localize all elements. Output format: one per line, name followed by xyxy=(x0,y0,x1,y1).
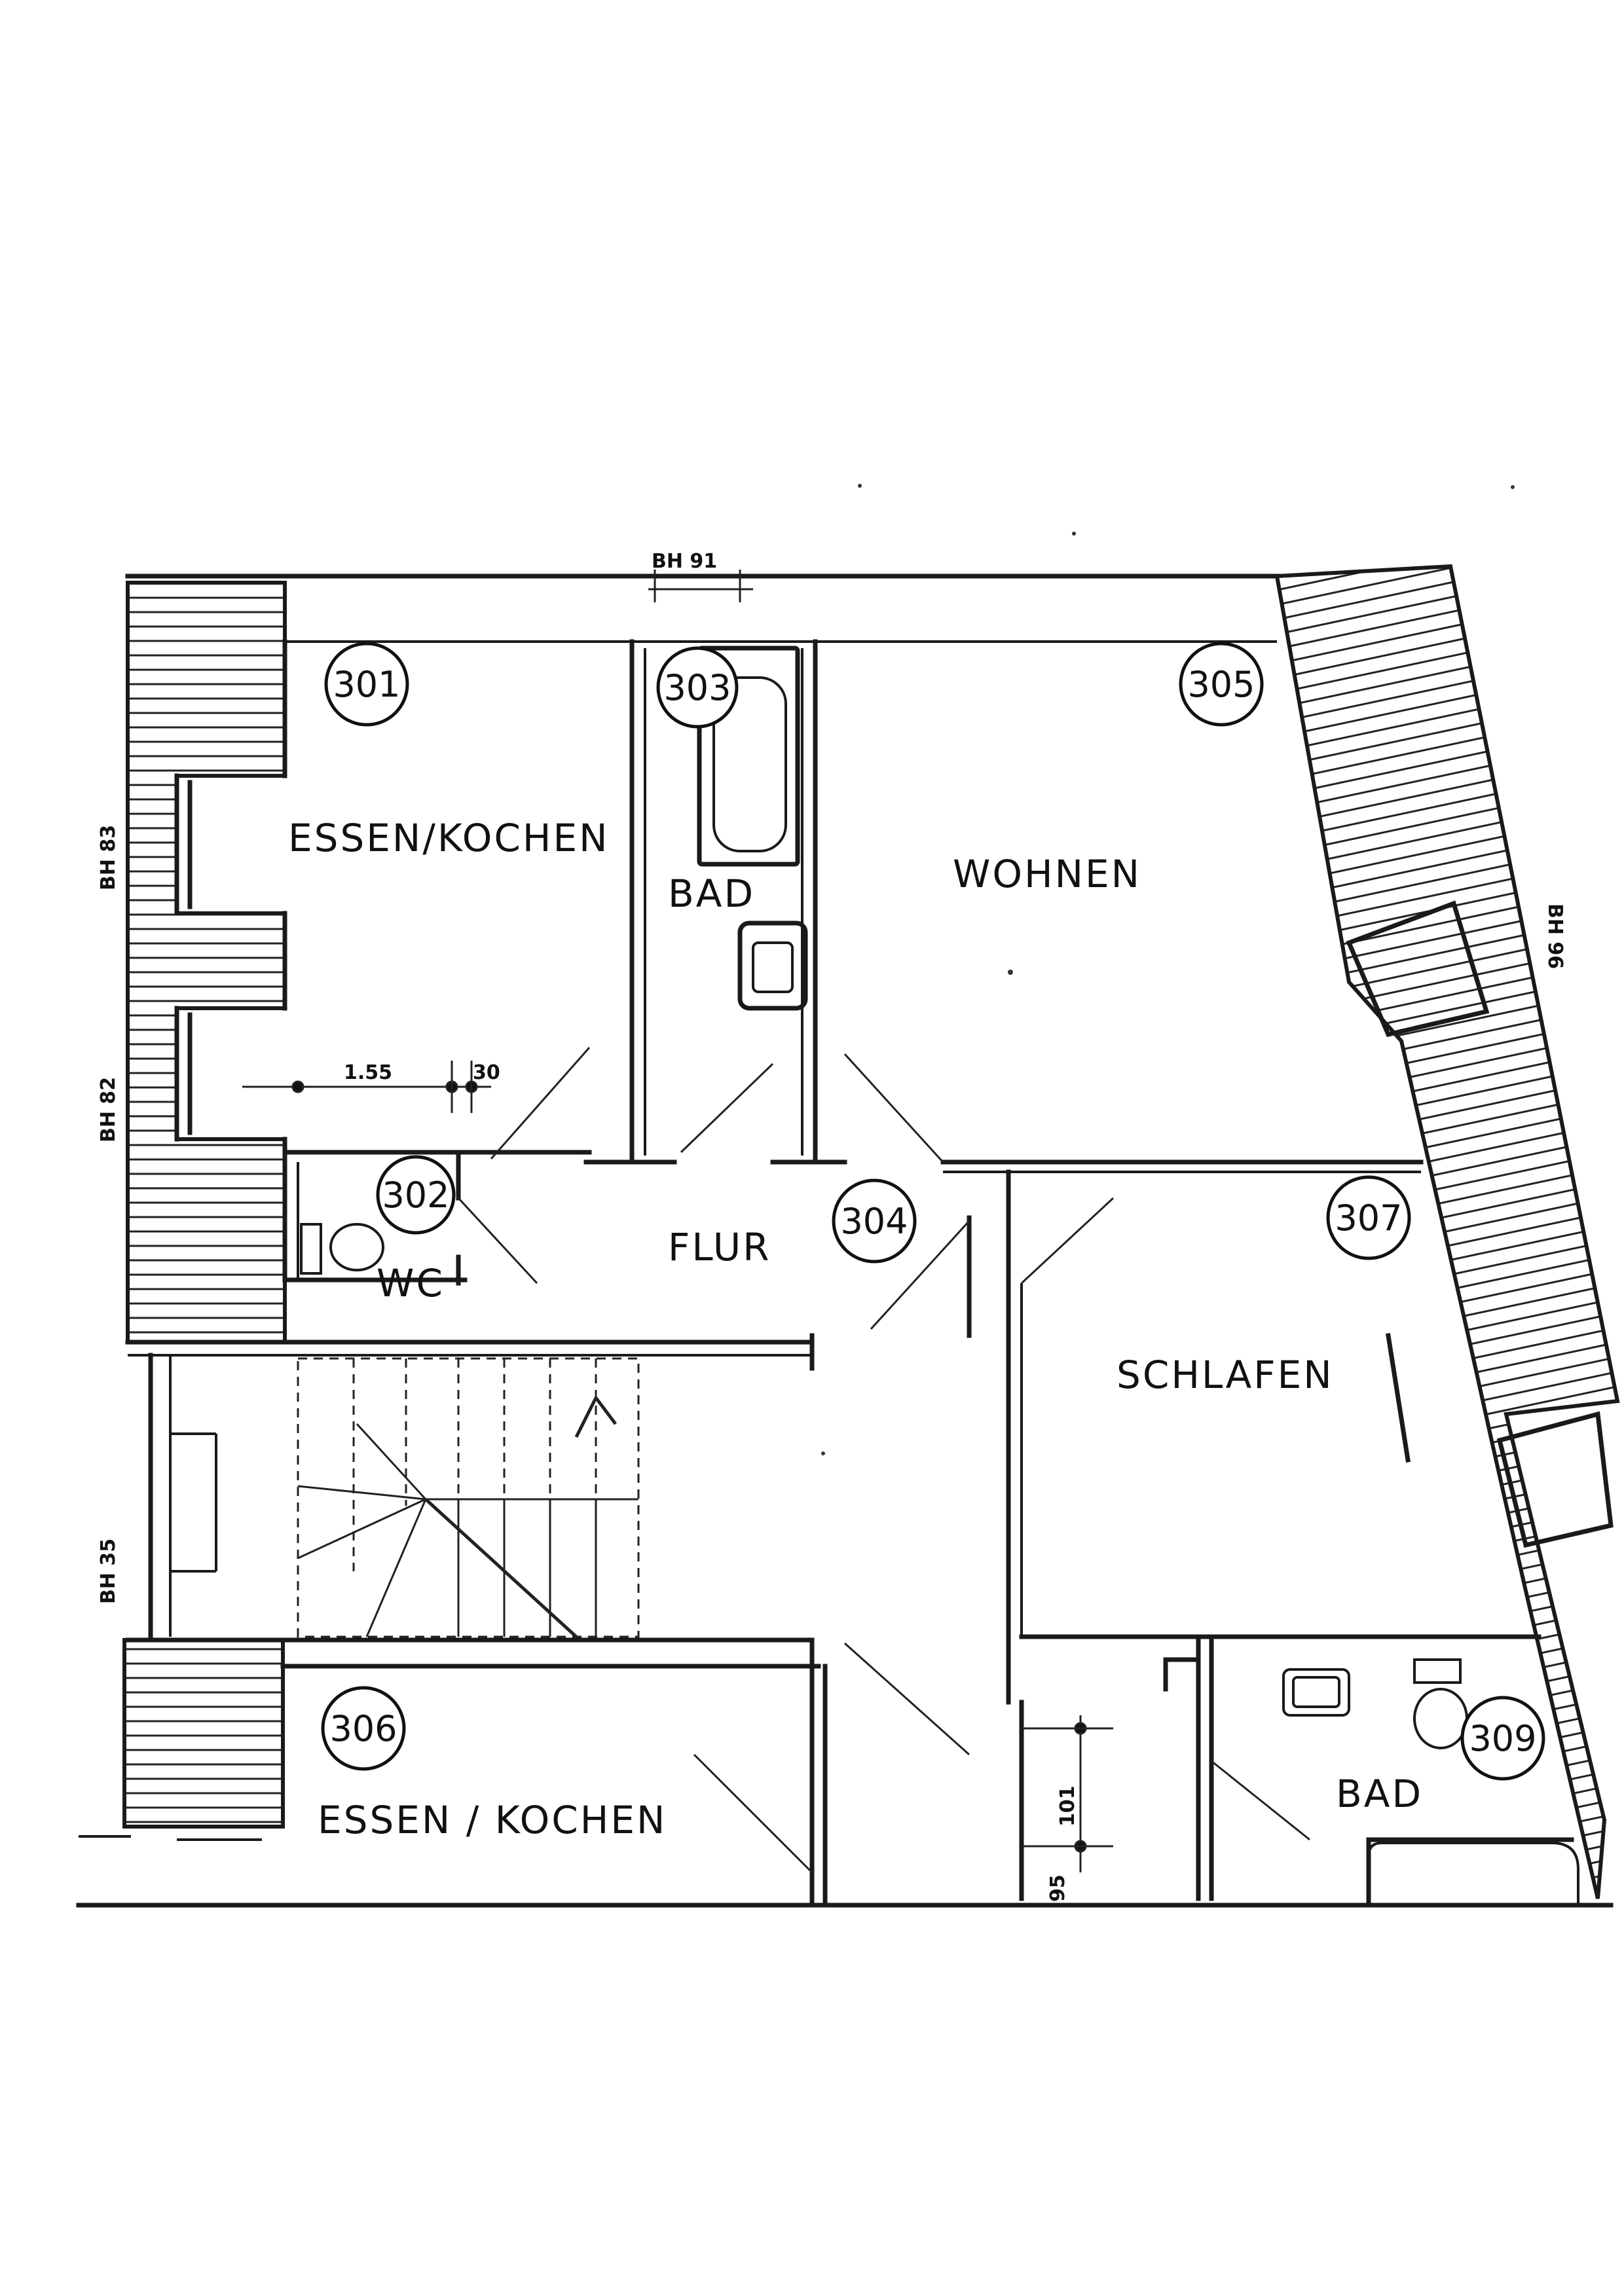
room-number-305: 305 xyxy=(1179,642,1264,727)
room-number-306: 306 xyxy=(321,1686,406,1771)
roof-hatching xyxy=(122,564,1620,1899)
room-label-302: WC xyxy=(377,1261,445,1305)
room-number-303: 303 xyxy=(656,646,739,729)
dim-30: 30 xyxy=(473,1061,500,1084)
room-number-304: 304 xyxy=(832,1178,917,1264)
room-label-305: WOHNEN xyxy=(953,852,1141,896)
room-number-307: 307 xyxy=(1326,1175,1411,1260)
room-number-301: 301 xyxy=(324,642,409,727)
dim-bh-top: BH 91 xyxy=(652,550,717,573)
sink-303 xyxy=(737,920,808,1011)
bathtub xyxy=(697,646,800,867)
sink-309 xyxy=(1282,1668,1350,1717)
room-label-307: SCHLAFEN xyxy=(1116,1353,1334,1397)
dim-bh-35: BH 35 xyxy=(97,1539,120,1604)
toilet-309 xyxy=(1413,1658,1468,1749)
room-label-304: FLUR xyxy=(668,1225,771,1269)
svg-text:301: 301 xyxy=(333,664,400,705)
doors xyxy=(457,1047,1310,1874)
room-number-302: 302 xyxy=(376,1155,456,1235)
staircase xyxy=(297,1357,640,1638)
room-label-309: BAD xyxy=(1336,1772,1423,1816)
svg-text:309: 309 xyxy=(1469,1718,1536,1759)
room-number-309: 309 xyxy=(1460,1696,1545,1781)
dim-95: 95 xyxy=(1046,1874,1069,1902)
dim-bh-83: BH 83 xyxy=(97,825,120,890)
room-label-306: ESSEN / KOCHEN xyxy=(318,1798,667,1842)
dim-1-55: 1.55 xyxy=(344,1061,392,1084)
room-label-303: BAD xyxy=(668,871,755,916)
svg-text:305: 305 xyxy=(1187,664,1255,705)
room-label-301: ESSEN/KOCHEN xyxy=(288,816,610,860)
dim-bh-right: BH 96 xyxy=(1543,903,1566,969)
dimension-lines xyxy=(242,570,1113,1872)
toilet-302 xyxy=(300,1223,384,1275)
svg-text:307: 307 xyxy=(1335,1197,1402,1239)
dim-101: 101 xyxy=(1056,1785,1079,1827)
walls xyxy=(76,574,1614,1908)
svg-text:302: 302 xyxy=(382,1175,449,1216)
svg-text:303: 303 xyxy=(663,667,731,708)
dim-bh-82: BH 82 xyxy=(97,1077,120,1142)
svg-text:304: 304 xyxy=(840,1201,908,1242)
svg-text:306: 306 xyxy=(329,1708,397,1749)
